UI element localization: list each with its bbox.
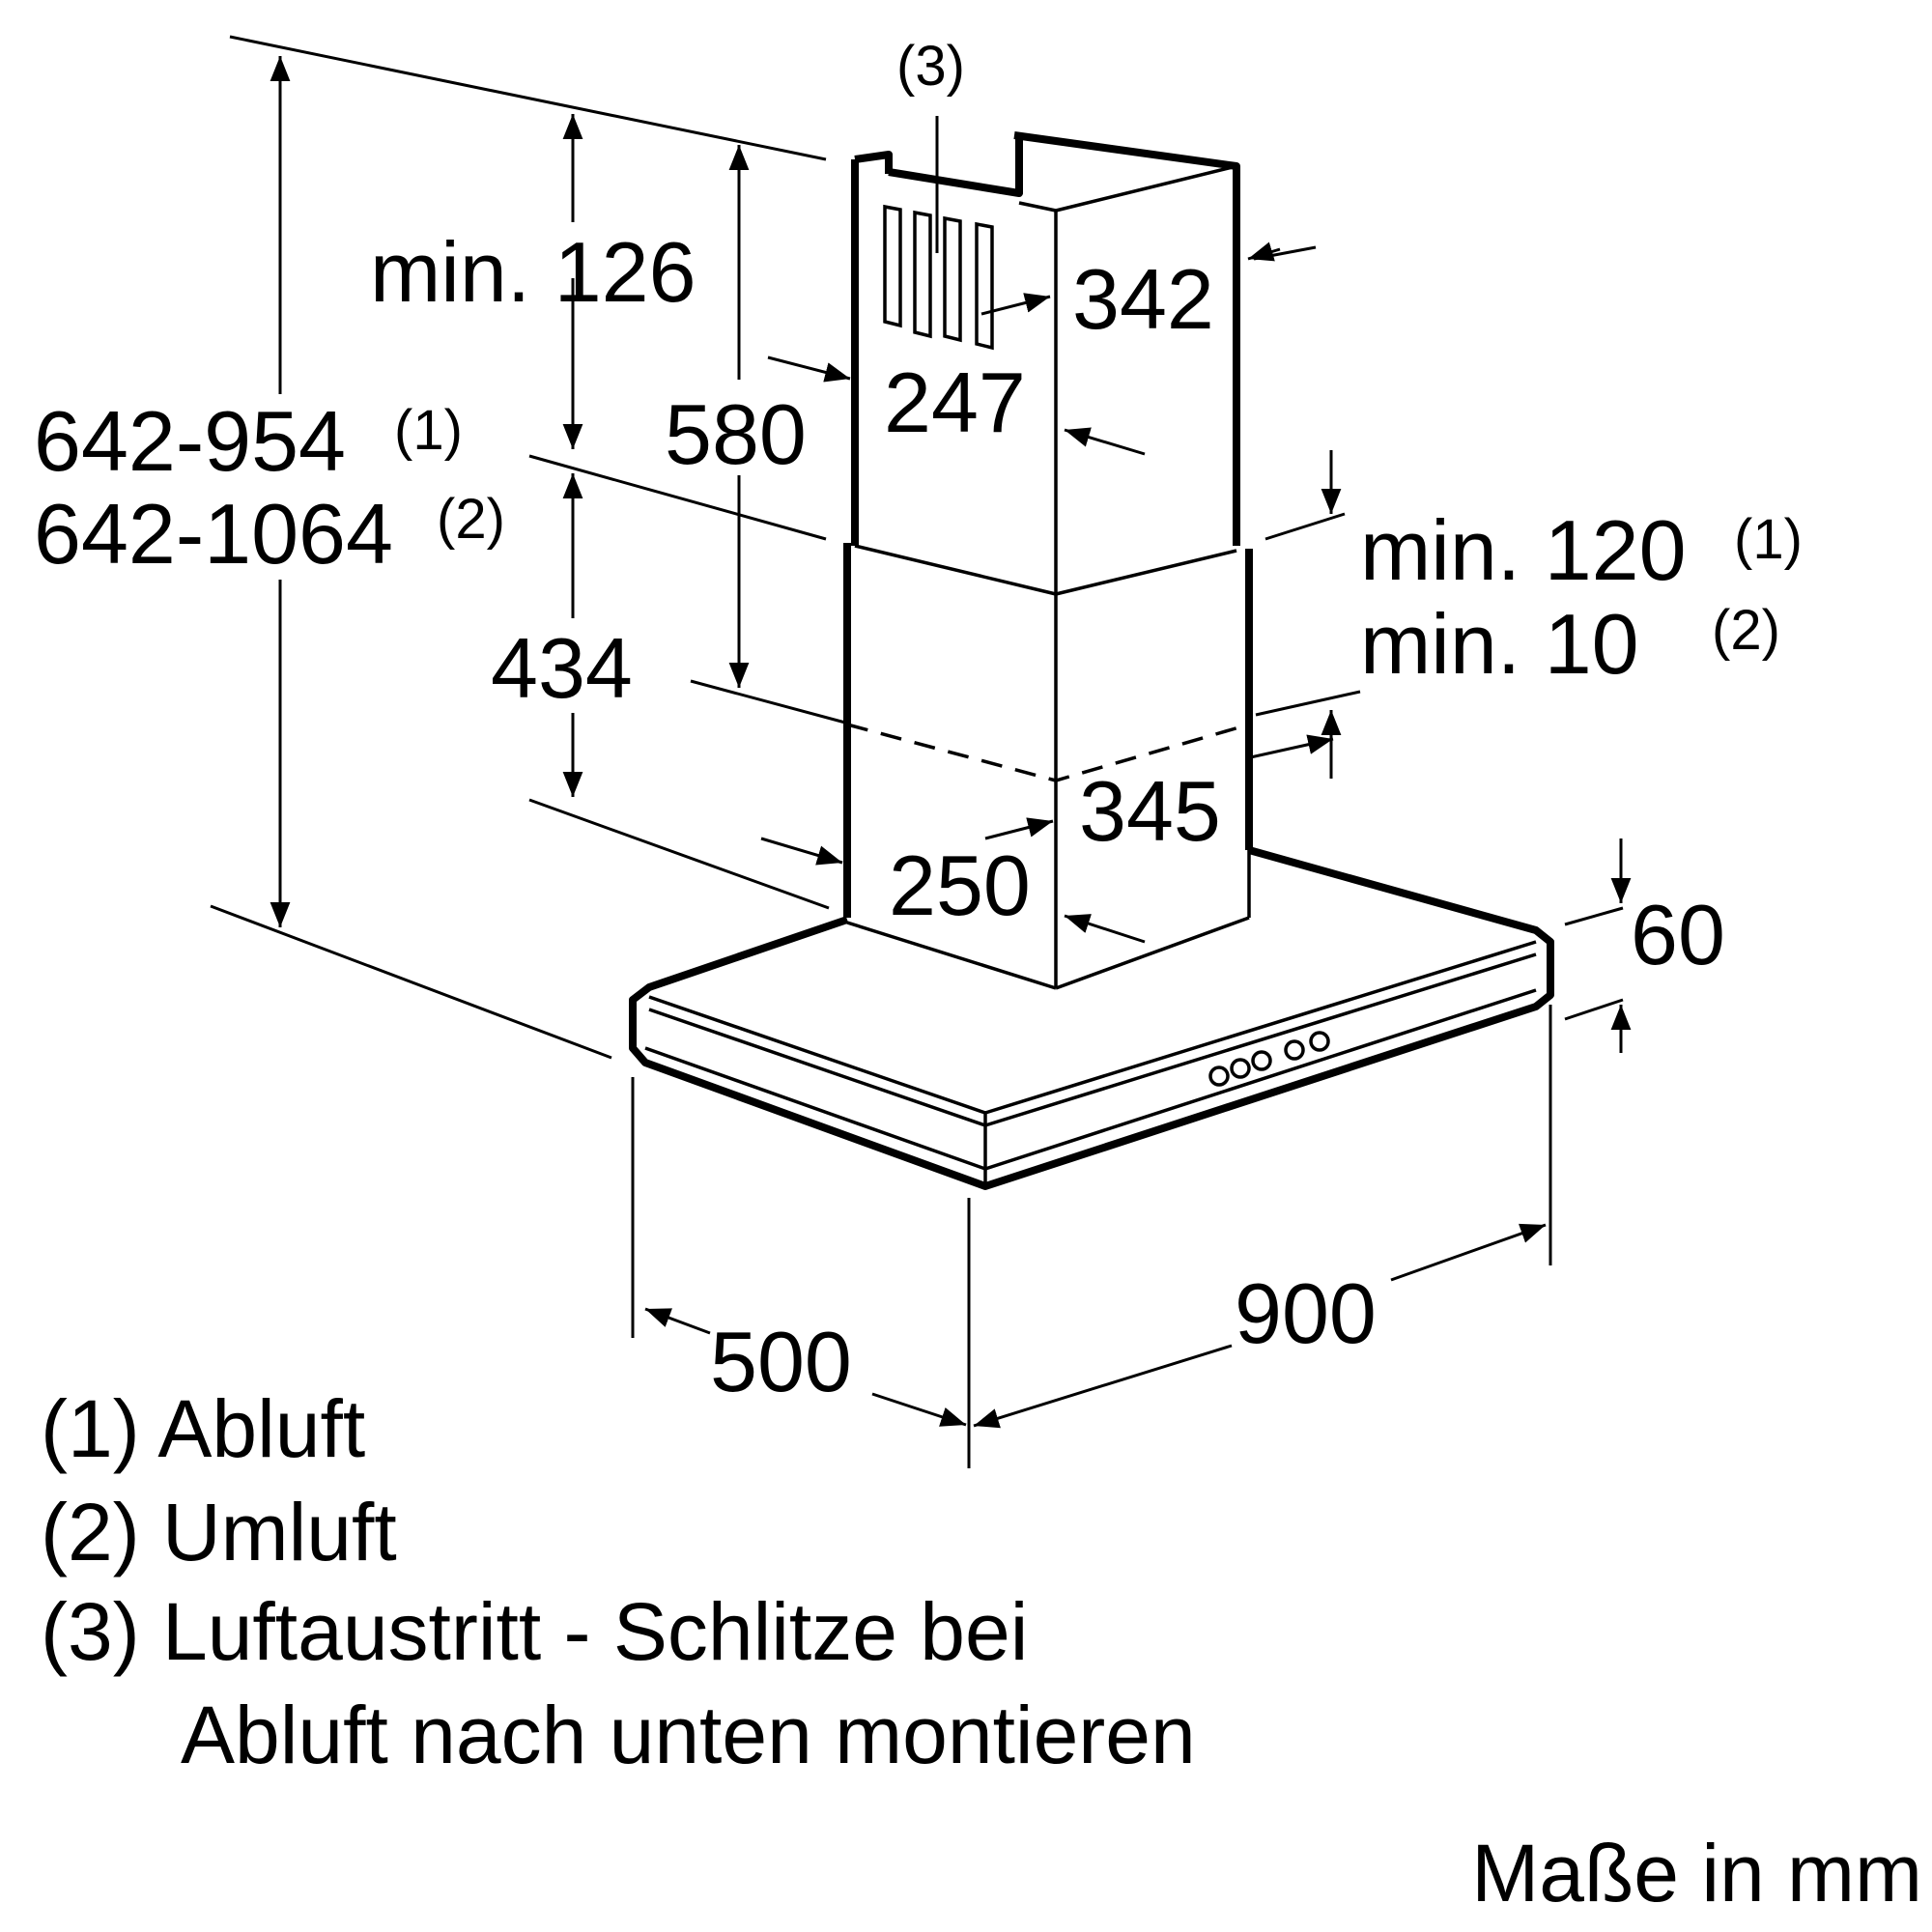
label-upper-width: 247 xyxy=(884,355,1026,450)
dimension-lines xyxy=(270,56,1632,1429)
label-chimney-height: 580 xyxy=(665,386,807,482)
label-upper-depth: 342 xyxy=(1072,251,1214,347)
legend-item-umluft: (2) Umluft xyxy=(41,1487,397,1577)
label-canopy-height: 60 xyxy=(1631,887,1725,982)
lower-chimney xyxy=(843,543,1253,990)
label-lower-width: 250 xyxy=(889,838,1031,933)
air-outlet-slots xyxy=(883,204,994,351)
legend-item-slots: (3) Luftaustritt - Schlitze bei xyxy=(41,1586,1028,1677)
label-total-height-2: 642-1064 xyxy=(34,486,393,582)
extension-lines xyxy=(210,35,1624,1468)
units-note: Maße in mm xyxy=(1471,1828,1922,1918)
control-buttons xyxy=(1208,1031,1330,1087)
label-min-gap-2: min. 10 xyxy=(1360,596,1639,692)
canopy xyxy=(629,846,1554,1190)
legend-item-slots-line2: Abluft nach unten montieren xyxy=(181,1690,1196,1780)
label-lower-chimney: 434 xyxy=(491,620,633,716)
label-min-gap-1: min. 120 xyxy=(1360,502,1687,598)
legend: (1) Abluft (2) Umluft (3) Luftaustritt -… xyxy=(41,1383,1196,1780)
label-depth: 500 xyxy=(710,1314,852,1409)
label-total-height-1-note: (1) xyxy=(394,399,463,462)
upper-chimney xyxy=(851,131,1240,596)
label-min-gap-2-note: (2) xyxy=(1712,599,1780,662)
label-slots: (3) xyxy=(896,35,965,98)
label-total-height-1: 642-954 xyxy=(34,393,346,489)
label-width: 900 xyxy=(1235,1265,1377,1361)
label-total-height-2-note: (2) xyxy=(437,488,505,551)
label-min-gap-top: min. 126 xyxy=(370,224,696,320)
label-min-gap-1-note: (1) xyxy=(1734,508,1803,571)
legend-item-abluft: (1) Abluft xyxy=(41,1383,365,1474)
dimension-labels: min. 126 642-954 (1) 642-1064 (2) 580 43… xyxy=(34,35,1803,1409)
label-lower-depth: 345 xyxy=(1079,763,1221,859)
